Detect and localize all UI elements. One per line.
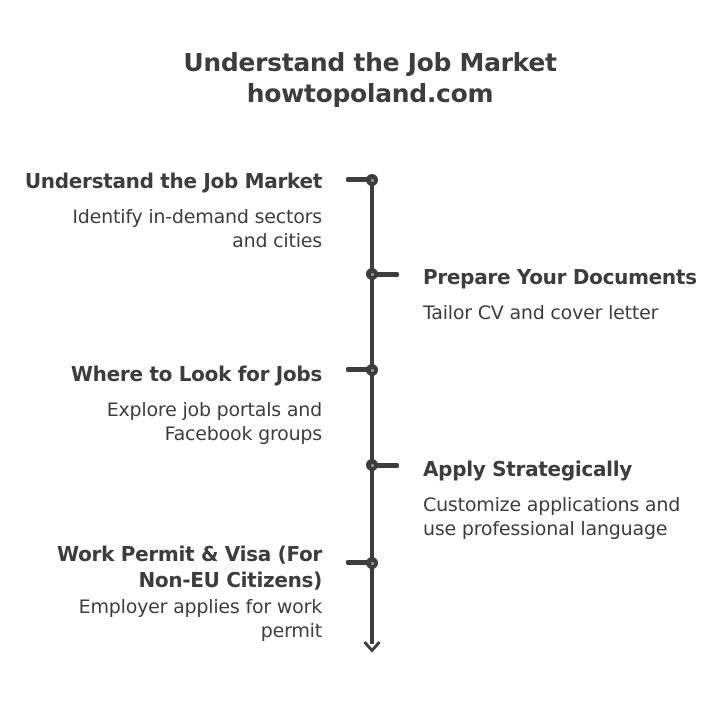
- timeline-item-description: Identify in-demand sectors and cities: [72, 206, 322, 252]
- timeline-item: Understand the Job Market Identify in-de…: [0, 168, 322, 253]
- connector-line: [346, 560, 372, 565]
- title-line-1: Understand the Job Market: [183, 48, 557, 77]
- connector-line: [346, 177, 372, 182]
- timeline-item-heading: Prepare Your Documents: [423, 265, 697, 289]
- timeline-node: [366, 364, 378, 376]
- timeline-item-description: Explore job portals and Facebook groups: [106, 399, 322, 445]
- timeline-item: Work Permit & Visa (For Non-EU Citizens)…: [0, 541, 322, 643]
- timeline-item-description: Tailor CV and cover letter: [423, 302, 659, 324]
- connector-line: [372, 463, 399, 468]
- timeline-item-description: Employer applies for work permit: [78, 596, 323, 642]
- connector-line: [372, 272, 399, 277]
- timeline-item-heading: Understand the Job Market: [24, 169, 322, 193]
- timeline-node: [366, 459, 378, 471]
- timeline-axis-line: [370, 180, 374, 644]
- connector-line: [346, 367, 372, 372]
- timeline-item: Apply Strategically Customize applicatio…: [423, 456, 713, 541]
- diagram-title: Understand the Job Market howtopoland.co…: [20, 47, 720, 109]
- timeline-item-heading: Apply Strategically: [423, 457, 632, 481]
- timeline-item: Prepare Your Documents Tailor CV and cov…: [423, 264, 713, 325]
- arrow-down-icon: [363, 641, 381, 653]
- timeline-node: [366, 557, 378, 569]
- timeline-item-heading: Work Permit & Visa (For Non-EU Citizens): [57, 542, 322, 592]
- timeline-item: Where to Look for Jobs Explore job porta…: [0, 361, 322, 446]
- title-line-2: howtopoland.com: [246, 79, 494, 108]
- timeline-node: [366, 268, 378, 280]
- timeline-node: [366, 174, 378, 186]
- timeline-item-heading: Where to Look for Jobs: [70, 362, 322, 386]
- timeline-item-description: Customize applications and use professio…: [423, 494, 681, 540]
